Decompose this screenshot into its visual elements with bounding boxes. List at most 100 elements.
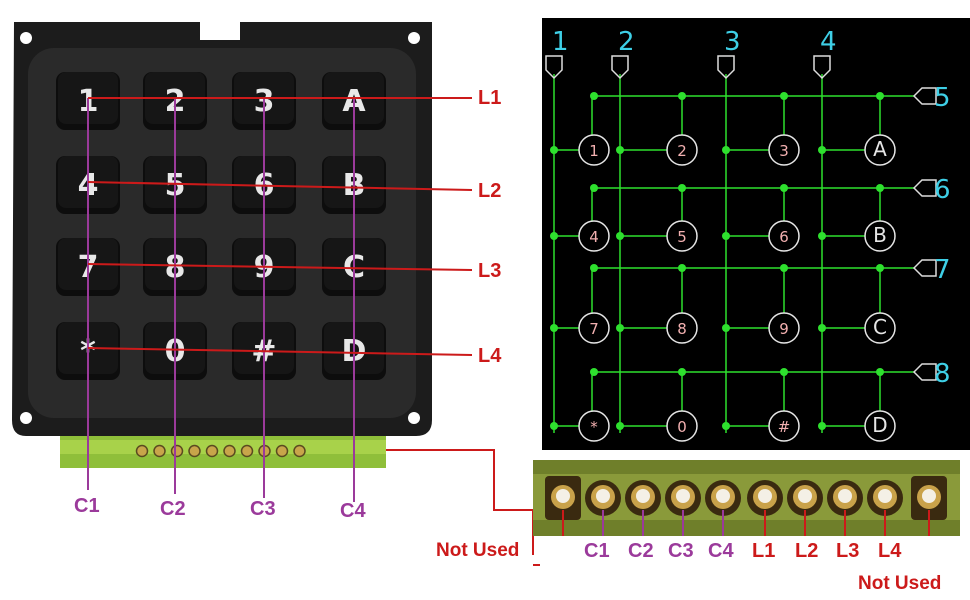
connector-pin-hole (596, 489, 610, 503)
schematic-junction (818, 422, 826, 430)
schematic-row-number: 7 (934, 255, 951, 285)
schematic-junction (722, 422, 730, 430)
schematic-node (666, 312, 698, 344)
schematic-node-label: 5 (677, 228, 687, 246)
schematic-node (666, 134, 698, 166)
schematic-junction (616, 232, 624, 240)
schematic-pin-connector (545, 55, 563, 80)
schematic-node-label: 3 (779, 142, 789, 160)
connector-drawing (533, 460, 960, 536)
row-label-l1: L1 (478, 87, 502, 109)
schematic-column-number: 4 (820, 27, 837, 57)
schematic-node (578, 220, 610, 252)
pcb-pin (170, 444, 184, 458)
schematic-junction (550, 146, 558, 154)
schematic-junction (590, 184, 598, 192)
schematic-pin-connector (912, 179, 937, 197)
schematic-node-label: 8 (677, 320, 687, 338)
pcb-pin (135, 444, 149, 458)
pcb-pin (188, 444, 201, 458)
connector-link-line (386, 449, 533, 511)
pin-label-l3: L3 (836, 540, 860, 562)
schematic-junction (818, 232, 826, 240)
mount-hole (20, 412, 32, 424)
pin-label-c2: C2 (628, 540, 654, 562)
schematic-junction (876, 368, 884, 376)
schematic-junction (876, 184, 884, 192)
pcb-pin (240, 444, 254, 458)
pin-label-l4: L4 (878, 540, 902, 562)
col-label-c4: C4 (340, 500, 366, 522)
schematic-node (864, 134, 896, 166)
schematic-node-label: C (873, 315, 887, 339)
schematic-node-label: A (873, 137, 887, 161)
schematic-junction (550, 324, 558, 332)
pcb-pin (205, 444, 219, 458)
schematic-row-number: 5 (934, 83, 951, 113)
schematic-junction (876, 264, 884, 272)
schematic-junction (818, 324, 826, 332)
schematic-junction (590, 264, 598, 272)
schematic-junction (678, 184, 686, 192)
schematic-junction (678, 92, 686, 100)
schematic-node (864, 312, 896, 344)
schematic-junction (616, 422, 624, 430)
schematic-junction (722, 232, 730, 240)
mount-hole (408, 412, 420, 424)
schematic-pin-connector (717, 55, 735, 80)
not-used-label-left: Not Used (436, 540, 520, 561)
row-trace (87, 347, 473, 356)
connector-pin-hole (838, 489, 852, 503)
schematic-node (578, 410, 610, 442)
schematic-junction (550, 422, 558, 430)
connector-strip (533, 460, 960, 536)
not-used-label-right: Not Used (858, 573, 942, 594)
schematic-junction (616, 146, 624, 154)
pin-label-c4: C4 (708, 540, 734, 562)
schematic-junction (780, 184, 788, 192)
row-label-l3: L3 (478, 260, 502, 282)
schematic-pin-connector (912, 363, 937, 381)
pcb-pin (223, 444, 236, 458)
schematic-pin-connector (912, 87, 937, 105)
connector-pin-hole (716, 489, 730, 503)
keypad-face (28, 48, 416, 418)
pcb-pin (293, 444, 306, 458)
pin-label-l1: L1 (752, 540, 776, 562)
schematic-node-label: 7 (589, 320, 599, 338)
schematic-node-label: 0 (677, 418, 687, 436)
schematic-junction (616, 324, 624, 332)
schematic-node (578, 312, 610, 344)
schematic-node-label: B (873, 223, 887, 247)
schematic-node-label: # (778, 418, 791, 436)
pin-label-c1: C1 (584, 540, 610, 562)
schematic-node (666, 410, 698, 442)
connector-pin-hole (758, 489, 772, 503)
schematic-junction (590, 368, 598, 376)
pcb-pin (153, 444, 166, 458)
schematic-junction (590, 92, 598, 100)
pcb-pin (275, 444, 289, 458)
schematic-pin-connector (611, 55, 629, 80)
col-label-c2: C2 (160, 498, 186, 520)
schematic-junction (780, 92, 788, 100)
mount-hole (408, 32, 420, 44)
schematic-node-label: 9 (779, 320, 789, 338)
col-label-c1: C1 (74, 495, 100, 517)
schematic-node-label: * (590, 418, 598, 436)
schematic-pin-connector (813, 55, 831, 80)
schematic-node (768, 220, 800, 252)
connector-pin-hole (878, 489, 892, 503)
schematic-junction (780, 368, 788, 376)
schematic-node (864, 410, 896, 442)
schematic-row-number: 6 (934, 175, 951, 205)
schematic-column-number: 3 (724, 27, 741, 57)
schematic-column-number: 1 (552, 27, 569, 57)
row-label-l2: L2 (478, 180, 502, 202)
schematic-junction (780, 264, 788, 272)
schematic-pin-connector (912, 259, 937, 277)
schematic-junction (678, 368, 686, 376)
row-trace (87, 263, 473, 271)
schematic-column-number: 2 (618, 27, 635, 57)
schematic-junction (722, 146, 730, 154)
